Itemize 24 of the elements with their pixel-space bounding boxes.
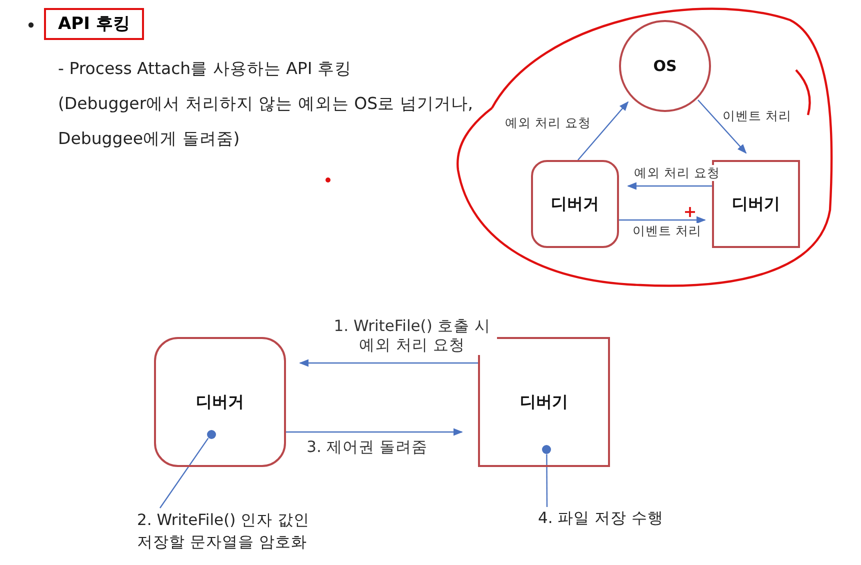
body-text: Debuggee에게 돌려줌) xyxy=(58,128,240,150)
arrow xyxy=(299,359,478,367)
edge-label: 예외 처리 요청 xyxy=(634,165,720,181)
arrow xyxy=(619,216,706,224)
leader-line xyxy=(546,454,548,507)
edge-label: 이벤트 처리 xyxy=(632,223,702,239)
edge-label: 예외 처리 요청 xyxy=(505,115,591,131)
callout-text: 2. WriteFile() 인자 값인 저장할 문자열을 암호화 xyxy=(137,510,352,554)
body-text: - Process Attach를 사용하는 API 후킹 xyxy=(58,58,352,80)
process-box: 디버기 xyxy=(478,337,610,467)
callout-text: 4. 파일 저장 수행 xyxy=(538,508,688,530)
arrow xyxy=(627,182,712,190)
arrow xyxy=(286,428,463,436)
arrow xyxy=(578,101,629,160)
process-box: 디버거 xyxy=(531,160,619,248)
leader-line xyxy=(160,438,209,508)
edge-label: 이벤트 처리 xyxy=(722,108,792,124)
body-text: (Debugger에서 처리하지 않는 예외는 OS로 넘기거나, xyxy=(58,93,474,115)
anchor-dot xyxy=(207,430,216,439)
title: API 후킹 xyxy=(44,8,144,40)
process-box: 디버거 xyxy=(154,337,286,467)
anchor-dot xyxy=(542,445,551,454)
arrow xyxy=(698,100,747,154)
os-circle: OS xyxy=(619,20,711,112)
